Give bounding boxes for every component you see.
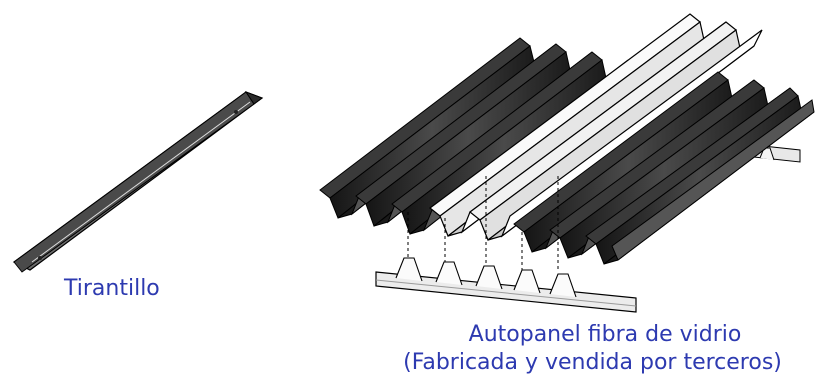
tirantillo-caption: Tirantillo bbox=[64, 276, 160, 301]
lower-support-rail-icon bbox=[375, 257, 637, 313]
alignment-lines bbox=[407, 176, 559, 272]
right-dark-panels-icon bbox=[513, 71, 815, 265]
autopanel-caption-line-1: Autopanel fibra de vidrio bbox=[468, 322, 742, 347]
autopanel-caption-line-2: (Fabricada y vendida por terceros) bbox=[403, 350, 782, 375]
tirantillo-bar-icon bbox=[12, 90, 264, 273]
